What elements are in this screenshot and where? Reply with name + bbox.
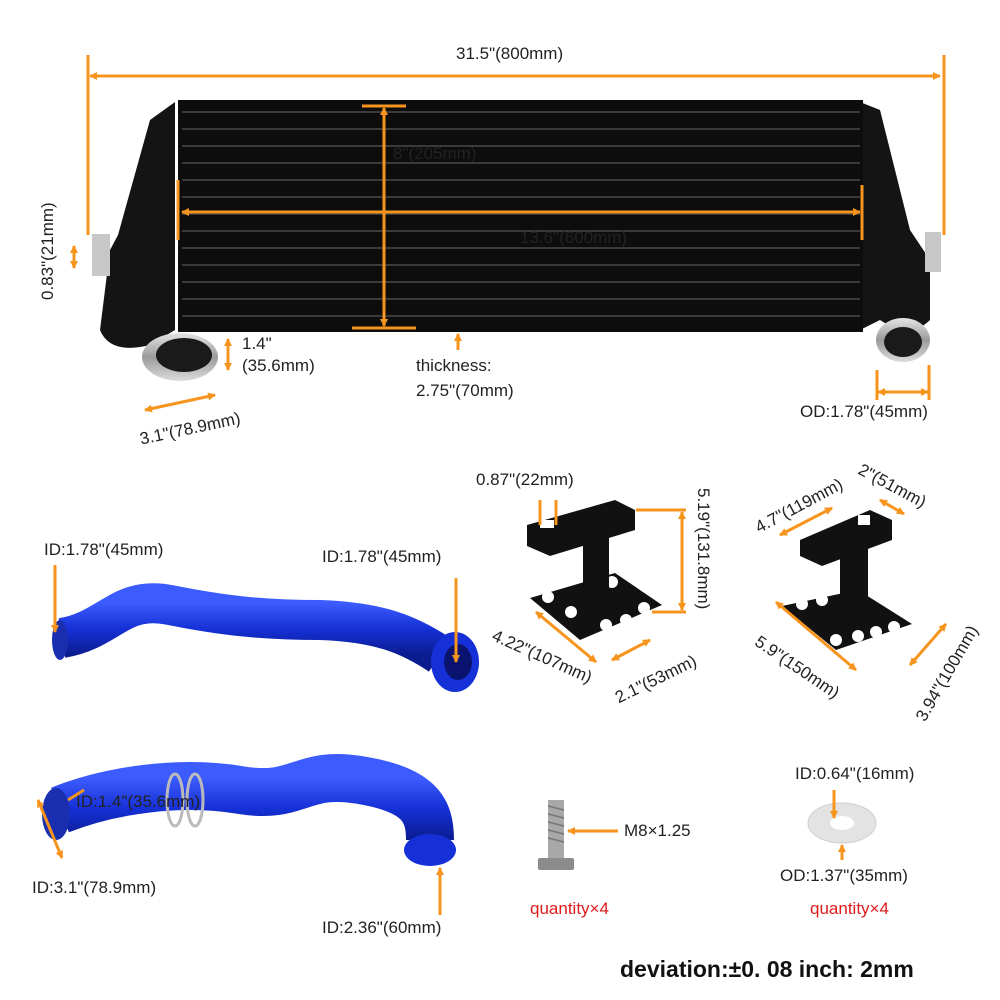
outlet-pipe-opening [884, 327, 922, 357]
bracket1-height: 5.19"(131.8mm) [694, 488, 713, 610]
intercooler-core [178, 100, 863, 332]
hose2-small-id: ID:1.4"(35.6mm) [76, 792, 201, 811]
washer-arrows [830, 790, 846, 860]
washer-od: OD:1.37"(35mm) [780, 866, 908, 885]
hose-1-arrows [51, 565, 460, 663]
left-mount-tab [92, 234, 110, 276]
deviation-note: deviation:±0. 08 inch: 2mm [620, 956, 914, 982]
bolt-quantity: quantity×4 [530, 899, 609, 918]
intercooler [92, 100, 941, 381]
right-mount-tab [925, 232, 941, 272]
left-end-tank [100, 102, 175, 348]
bracket-2 [782, 510, 912, 650]
washer [807, 802, 877, 844]
hose2-left-id: ID:3.1"(78.9mm) [32, 878, 157, 897]
bracket-1 [527, 500, 662, 640]
inlet-height-mm: (35.6mm) [242, 356, 315, 375]
bracket-hole-label: 0.83"(21mm) [38, 202, 57, 300]
bracket-1-arrows [535, 500, 686, 664]
inlet-pipe-opening [156, 338, 212, 372]
hose-1 [52, 583, 479, 692]
thickness-value: 2.75"(70mm) [416, 381, 514, 400]
outlet-od-label: OD:1.78"(45mm) [800, 402, 928, 421]
bracket-2-arrows [775, 498, 948, 672]
thickness-title: thickness: [416, 356, 492, 375]
bolt [538, 800, 574, 870]
core-width-label: 13.6"(600mm) [520, 228, 628, 247]
hose-2 [42, 753, 456, 866]
right-end-tank [860, 102, 930, 330]
bolt-spec: M8×1.25 [624, 821, 691, 840]
core-fins [182, 111, 860, 317]
hose-2-arrows [36, 788, 444, 915]
core-height-label: 8"(205mm) [393, 144, 477, 163]
bracket1-slot: 0.87"(22mm) [476, 470, 574, 489]
inlet-height-in: 1.4" [242, 334, 272, 353]
dimension-lines [70, 55, 946, 413]
hose1-left-id: ID:1.78"(45mm) [44, 540, 164, 559]
washer-quantity: quantity×4 [810, 899, 889, 918]
washer-id: ID:0.64"(16mm) [795, 764, 915, 783]
hose1-right-id: ID:1.78"(45mm) [322, 547, 442, 566]
overall-length-label: 31.5"(800mm) [456, 44, 564, 63]
hose2-right-id: ID:2.36"(60mm) [322, 918, 442, 937]
